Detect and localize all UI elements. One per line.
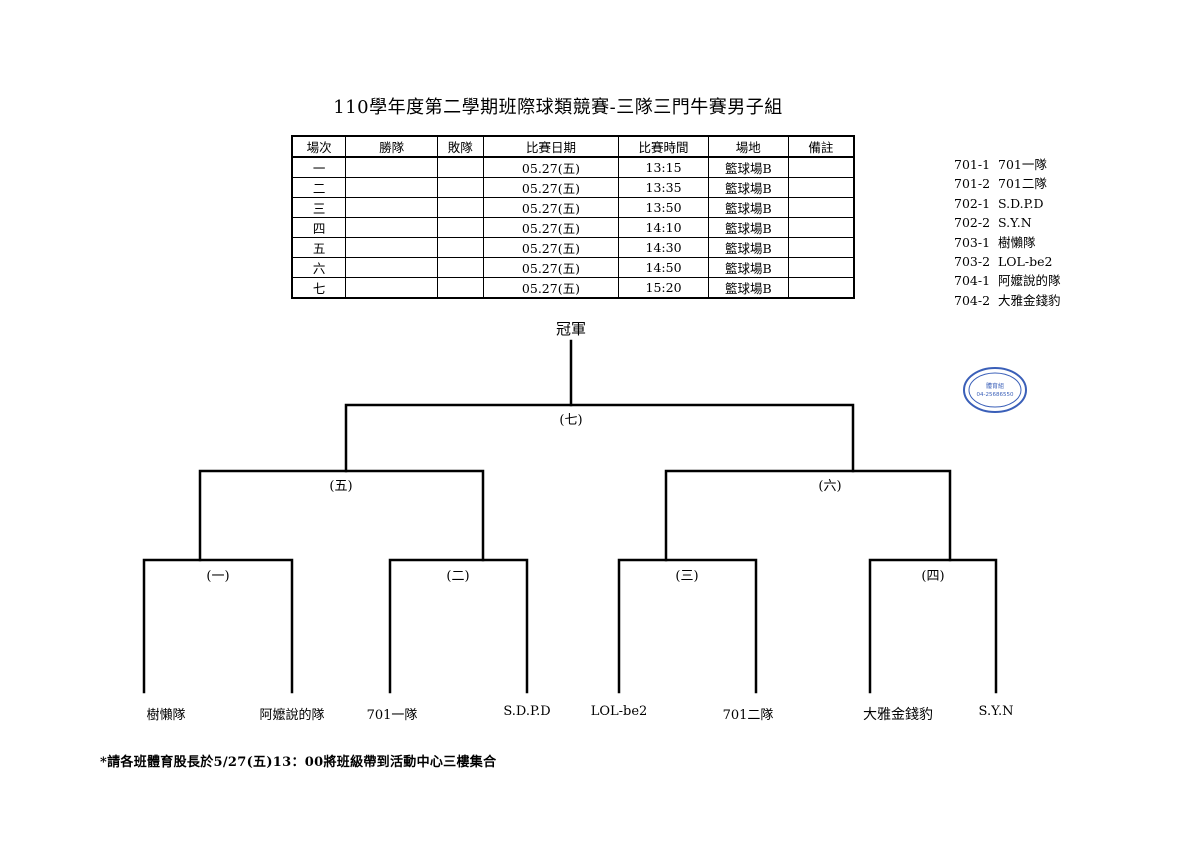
match-label-7: (七) — [559, 413, 583, 428]
team-name-7: 大雅金錢豹 — [863, 707, 933, 723]
cell-note — [787, 277, 855, 299]
cell-time: 13:35 — [618, 177, 709, 198]
team-name-1: 樹懶隊 — [146, 708, 186, 723]
legend-code: 702-1 — [954, 195, 991, 211]
legend-team: S.Y.N — [998, 215, 1032, 231]
legend-item: 703-1 樹懶隊 — [954, 233, 1061, 252]
legend-item: 704-2 大雅金錢豹 — [954, 291, 1061, 310]
cell-match: 六 — [291, 257, 347, 278]
legend-code: 701-1 — [954, 157, 991, 172]
cell-date: 05.27(五) — [482, 237, 620, 258]
schedule-table: 場次 勝隊 敗隊 比賽日期 比賽時間 場地 備註 一 05.27(五) 13:1… — [291, 135, 855, 299]
cell-venue: 籃球場B — [707, 237, 789, 258]
match-label-6: (六) — [818, 479, 842, 494]
table-row: 七 05.27(五) 15:20 籃球場B — [291, 277, 855, 299]
header-time: 比賽時間 — [618, 135, 709, 158]
legend-code: 704-1 — [954, 273, 991, 289]
footnote-instruction: *請各班體育股長於5/27(五)13：00將班級帶到活動中心三樓集合 — [100, 755, 497, 770]
cell-match: 七 — [291, 277, 347, 299]
team-name-3: 701一隊 — [366, 708, 418, 723]
cell-date: 05.27(五) — [482, 197, 620, 218]
bracket-line-match-1 — [142, 558, 294, 694]
seal-line-2: 04-25686550 — [977, 392, 1014, 398]
team-name-5: LOL-be2 — [590, 704, 648, 719]
header-match: 場次 — [291, 135, 347, 158]
legend-team: 阿嬤說的隊 — [998, 273, 1061, 289]
table-header-row: 場次 勝隊 敗隊 比賽日期 比賽時間 場地 備註 — [291, 135, 855, 158]
legend-team: LOL-be2 — [998, 254, 1053, 270]
page-title: 110學年度第二學期班際球類競賽-三隊三門牛賽男子組 — [333, 97, 783, 118]
legend-item: 704-1 阿嬤說的隊 — [954, 271, 1061, 290]
table-row: 三 05.27(五) 13:50 籃球場B — [291, 197, 855, 218]
bracket-line-match-3 — [617, 558, 758, 694]
team-name-2: 阿嬤說的隊 — [259, 708, 325, 723]
match-label-1: (一) — [206, 569, 230, 584]
cell-date: 05.27(五) — [482, 156, 620, 178]
legend-item: 702-2 S.Y.N — [954, 213, 1061, 232]
cell-time: 13:15 — [618, 156, 709, 178]
header-winner: 勝隊 — [345, 135, 438, 158]
bracket-line-semifinal-5 — [198, 469, 485, 562]
legend-item: 701-1 701一隊 — [954, 155, 1061, 174]
header-venue: 場地 — [707, 135, 789, 158]
header-note: 備註 — [787, 135, 855, 158]
table-row: 五 05.27(五) 14:30 籃球場B — [291, 237, 855, 258]
legend-item: 701-2 701二隊 — [954, 174, 1061, 193]
legend-item: 702-1 S.D.P.D — [954, 194, 1061, 213]
legend-team: 701二隊 — [998, 176, 1047, 192]
cell-time: 15:20 — [618, 277, 709, 299]
match-label-3: (三) — [675, 569, 699, 584]
official-seal-stamp: 體育組 04-25686550 — [963, 367, 1027, 413]
legend-team: 701一隊 — [998, 157, 1047, 172]
legend-code: 702-2 — [954, 215, 991, 231]
bracket-line-match-4 — [868, 558, 998, 694]
cell-date: 05.27(五) — [482, 277, 620, 299]
cell-note — [787, 257, 855, 278]
legend-item: 703-2 LOL-be2 — [954, 252, 1061, 271]
match-label-4: (四) — [921, 569, 945, 584]
team-name-8: S.Y.N — [978, 704, 1014, 719]
cell-venue: 籃球場B — [707, 257, 789, 278]
cell-venue: 籃球場B — [707, 277, 789, 299]
cell-date: 05.27(五) — [482, 257, 620, 278]
cell-venue: 籃球場B — [707, 156, 789, 178]
match-label-5: (五) — [329, 479, 353, 494]
champion-label: 冠軍 — [555, 320, 587, 338]
legend-code: 704-2 — [954, 292, 991, 308]
table-row: 六 05.27(五) 14:50 籃球場B — [291, 257, 855, 278]
seal-line-1: 體育組 — [986, 382, 1004, 390]
legend-team: S.D.P.D — [998, 195, 1044, 211]
match-label-2: (二) — [446, 569, 470, 584]
cell-date: 05.27(五) — [482, 217, 620, 238]
legend-code: 703-1 — [954, 234, 991, 250]
legend-team: 大雅金錢豹 — [998, 292, 1061, 308]
header-date: 比賽日期 — [482, 135, 620, 158]
bracket-line-semifinal-6 — [664, 469, 952, 562]
legend-code: 701-2 — [954, 176, 991, 192]
bracket-line-match-2 — [388, 558, 529, 694]
team-legend: 701-1 701一隊 701-2 701二隊 702-1 S.D.P.D 702-2… — [954, 155, 1061, 310]
cell-date: 05.27(五) — [482, 177, 620, 198]
legend-code: 703-2 — [954, 254, 991, 270]
team-name-6: 701二隊 — [722, 708, 774, 723]
team-name-4: S.D.P.D — [503, 704, 551, 719]
cell-venue: 籃球場B — [707, 217, 789, 238]
legend-team: 樹懶隊 — [998, 234, 1036, 250]
table-row: 一 05.27(五) 13:15 籃球場B — [291, 156, 855, 178]
bracket-line-final — [344, 403, 855, 473]
